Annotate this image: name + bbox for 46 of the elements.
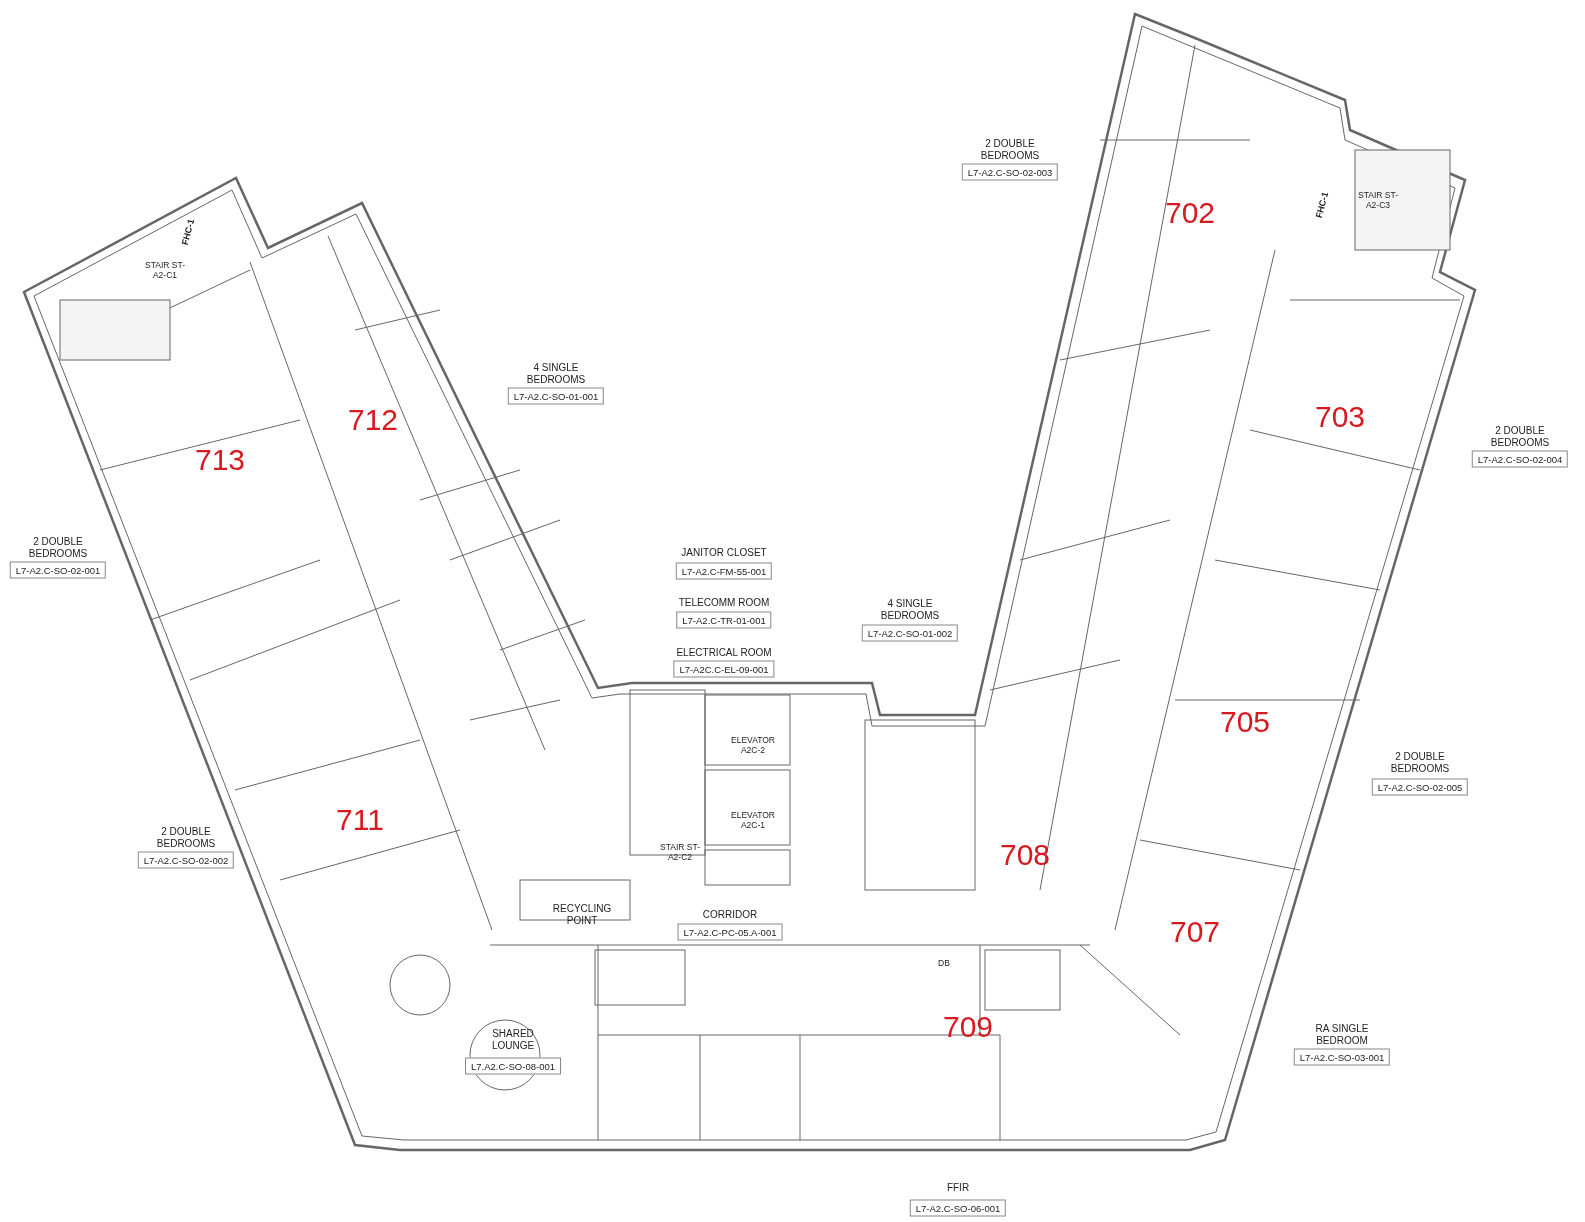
room-label: JANITOR CLOSET bbox=[681, 547, 767, 559]
room-label: CORRIDOR bbox=[702, 909, 758, 921]
unit-number: 711 bbox=[336, 803, 384, 837]
room-label: DB bbox=[938, 958, 950, 968]
room-code: L7.A2.C-SO-08-001 bbox=[465, 1057, 561, 1075]
room-label: 4 SINGLE BEDROOMS bbox=[525, 362, 587, 386]
room-label: 2 DOUBLE BEDROOMS bbox=[1489, 425, 1551, 449]
unit-number: 709 bbox=[942, 1010, 994, 1044]
room-code: L7-A2.C-SO-02-002 bbox=[137, 851, 235, 869]
room-code: L7-A2.C-FM-55-001 bbox=[675, 562, 773, 580]
room-label: 2 DOUBLE BEDROOMS bbox=[27, 536, 89, 560]
room-code: L7-A2.C-PC-05.A-001 bbox=[677, 923, 783, 941]
room-code: L7-A2.C-SO-02-003 bbox=[961, 163, 1059, 181]
room-label: TELECOMM ROOM bbox=[678, 597, 770, 609]
room-label: STAIR ST-A2-C2 bbox=[659, 842, 701, 862]
room-code: L7-A2C.C-EL-09-001 bbox=[673, 660, 775, 678]
room-code: L7-A2.C-SO-02-004 bbox=[1471, 450, 1569, 468]
room-code: L7-A2.C-TR-01-001 bbox=[676, 611, 772, 629]
room-label: RA SINGLE BEDROOM bbox=[1314, 1023, 1370, 1047]
unit-number: 705 bbox=[1219, 705, 1271, 739]
room-label: STAIR ST-A2-C1 bbox=[144, 260, 186, 280]
unit-number: 708 bbox=[999, 838, 1051, 872]
room-code: L7-A2.C-SO-06-001 bbox=[909, 1199, 1007, 1217]
room-label: FFIR bbox=[946, 1182, 970, 1194]
room-label: 2 DOUBLE BEDROOMS bbox=[979, 138, 1041, 162]
room-code: L7-A2.C-SO-03-001 bbox=[1293, 1048, 1391, 1066]
room-label: STAIR ST-A2-C3 bbox=[1357, 190, 1399, 210]
unit-number: 703 bbox=[1314, 400, 1366, 434]
room-label: SHARED LOUNGE bbox=[490, 1028, 536, 1052]
room-label: RECYCLING POINT bbox=[551, 903, 613, 927]
room-code: L7-A2.C-SO-01-002 bbox=[861, 624, 959, 642]
equipment-label: FHC-1 bbox=[179, 217, 197, 247]
room-label: ELECTRICAL ROOM bbox=[676, 647, 772, 659]
room-code: L7-A2.C-SO-02-001 bbox=[9, 561, 107, 579]
room-label: ELEVATOR A2C-1 bbox=[730, 810, 776, 830]
room-label: 2 DOUBLE BEDROOMS bbox=[1389, 751, 1451, 775]
room-label: ELEVATOR A2C-2 bbox=[730, 735, 776, 755]
equipment-label: FHC-1 bbox=[1313, 190, 1331, 220]
room-code: L7-A2.C-SO-01-001 bbox=[507, 387, 605, 405]
unit-number: 702 bbox=[1164, 196, 1216, 230]
unit-number: 707 bbox=[1169, 915, 1221, 949]
room-code: L7-A2.C-SO-02-005 bbox=[1371, 778, 1469, 796]
unit-number: 713 bbox=[194, 443, 246, 477]
room-label: 4 SINGLE BEDROOMS bbox=[879, 598, 941, 622]
room-label: 2 DOUBLE BEDROOMS bbox=[155, 826, 217, 850]
unit-number: 712 bbox=[347, 403, 399, 437]
